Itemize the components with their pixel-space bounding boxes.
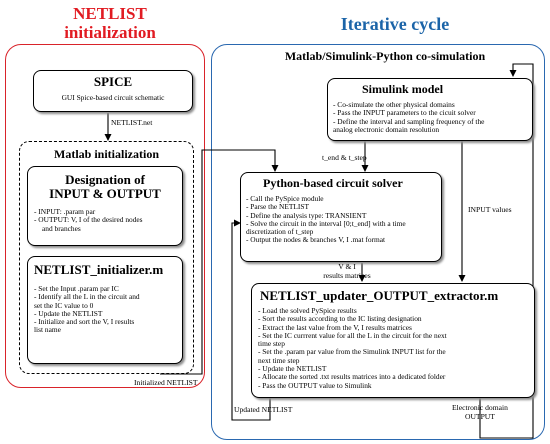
- updater-list: - Load the solved PySpice results - Sort…: [258, 306, 534, 390]
- vi-results-line1: V & I: [338, 262, 356, 271]
- list-item: - Set the Input .param par IC: [34, 284, 119, 293]
- list-item: - Solve the circuit in the interval [0;t…: [246, 218, 406, 228]
- electronic-output-arrow: [479, 63, 534, 439]
- python-title: Python-based circuit solver: [263, 176, 403, 190]
- electronic-output-line1: Electronic domain: [452, 403, 508, 412]
- list-item: - Pass the INPUT parameters to the cicui…: [333, 108, 476, 118]
- list-item: list name: [34, 325, 61, 335]
- list-item: next time step: [258, 355, 300, 365]
- list-item: - Pass the OUTPUT value to Simulink: [258, 380, 372, 390]
- tend-tstep-label: t_end & t_step: [322, 153, 367, 162]
- vi-results-label: V & I results matrices: [302, 262, 392, 280]
- list-item: - Identify all the L in the circuit and: [34, 292, 140, 302]
- updated-netlist-label: Updated NETLIST: [234, 405, 293, 414]
- list-item: - Load the solved PySpice results: [258, 306, 357, 315]
- header-left-line2: initialization: [64, 23, 156, 42]
- iterative-cycle-header: Iterative cycle: [340, 14, 450, 34]
- list-item: - Call the PySpice module: [246, 194, 324, 203]
- netlist-initialization-header: NETLIST initialization: [30, 4, 190, 42]
- list-item: - Update the NETLIST: [34, 308, 103, 318]
- list-item: - Output the nodes & branches V, I .mat …: [246, 235, 386, 245]
- initialized-netlist-arrow: [160, 149, 279, 375]
- cosim-title: Matlab/Simulink-Python co-simulation: [284, 49, 486, 63]
- list-item: - Initialize and sort the V, I results: [34, 317, 135, 327]
- list-item: - Allocate the sorted .txt results matri…: [258, 372, 446, 382]
- header-left-line1: NETLIST: [73, 4, 147, 23]
- list-item: analog electronic domain resolution: [333, 124, 440, 134]
- simulink-list: - Co-simulate the other physical domains…: [333, 100, 532, 134]
- list-item: - Define the interval and sampling frequ…: [333, 116, 485, 126]
- list-item: - Set the IC currrent value for all the …: [258, 330, 447, 340]
- netlist-net-label: NETLIST.net: [111, 118, 153, 127]
- list-item: - Co-simulate the other physical domains: [333, 100, 455, 109]
- list-item: - OUTPUT: V, I of the desired nodes: [34, 215, 143, 225]
- list-item: - Set the .param par value from the Simu…: [258, 347, 446, 357]
- python-list: - Call the PySpice module - Parse the NE…: [246, 194, 441, 245]
- list-item: - Sort the results according to the IC l…: [258, 314, 422, 324]
- netlist-initializer-box: NETLIST_initializer.m - Set the Input .p…: [27, 256, 183, 364]
- spice-box: SPICE GUI Spice-based circuit schematic: [33, 70, 193, 112]
- spice-subtitle: GUI Spice-based circuit schematic: [61, 93, 165, 102]
- list-item: time step: [258, 339, 285, 349]
- python-solver-box: Python-based circuit solver - Call the P…: [240, 172, 442, 262]
- list-item: discretization of t_step: [246, 227, 314, 237]
- list-item: set the IC value to 0: [34, 300, 94, 310]
- initialized-netlist-label: Initialized NETLIST: [134, 378, 198, 387]
- updated-netlist-arrow: [231, 219, 271, 421]
- list-item: and branches: [42, 223, 81, 233]
- updater-title: NETLIST_updater_OUTPUT_extractor.m: [260, 288, 499, 303]
- spice-title: SPICE: [93, 74, 133, 89]
- initializer-list: - Set the Input .param par IC - Identify…: [34, 284, 182, 335]
- list-item: - Define the analysis type: TRANSIENT: [246, 210, 367, 220]
- netlist-initialization-frame: [5, 44, 205, 388]
- designation-title-line1: Designation of: [65, 172, 145, 187]
- electronic-output-label: Electronic domain OUTPUT: [452, 403, 508, 421]
- matlab-initialization-title: Matlab initialization: [54, 147, 159, 161]
- designation-title-line2: INPUT & OUTPUT: [49, 186, 161, 201]
- simulink-title: Simulink model: [362, 82, 444, 96]
- simulink-model-box: Simulink model - Co-simulate the other p…: [327, 78, 533, 141]
- designation-box: Designation of INPUT & OUTPUT - INPUT: .…: [27, 166, 183, 246]
- electronic-output-line2: OUTPUT: [464, 412, 495, 421]
- vi-results-line2: results matrices: [323, 271, 371, 280]
- initializer-title: NETLIST_initializer.m: [34, 262, 164, 277]
- designation-list: - INPUT: .param par - OUTPUT: V, I of th…: [34, 207, 182, 233]
- netlist-updater-box: NETLIST_updater_OUTPUT_extractor.m - Loa…: [251, 283, 535, 398]
- input-values-label: INPUT values: [468, 205, 512, 214]
- iterative-cycle-frame: [211, 44, 545, 440]
- list-item: - Extract the last value from the V, I r…: [258, 322, 412, 332]
- list-item: - Update the NETLIST: [258, 364, 327, 374]
- list-item: - Parse the NETLIST: [246, 202, 310, 212]
- list-item: - INPUT: .param par: [34, 207, 96, 216]
- matlab-initialization-group: [19, 141, 194, 374]
